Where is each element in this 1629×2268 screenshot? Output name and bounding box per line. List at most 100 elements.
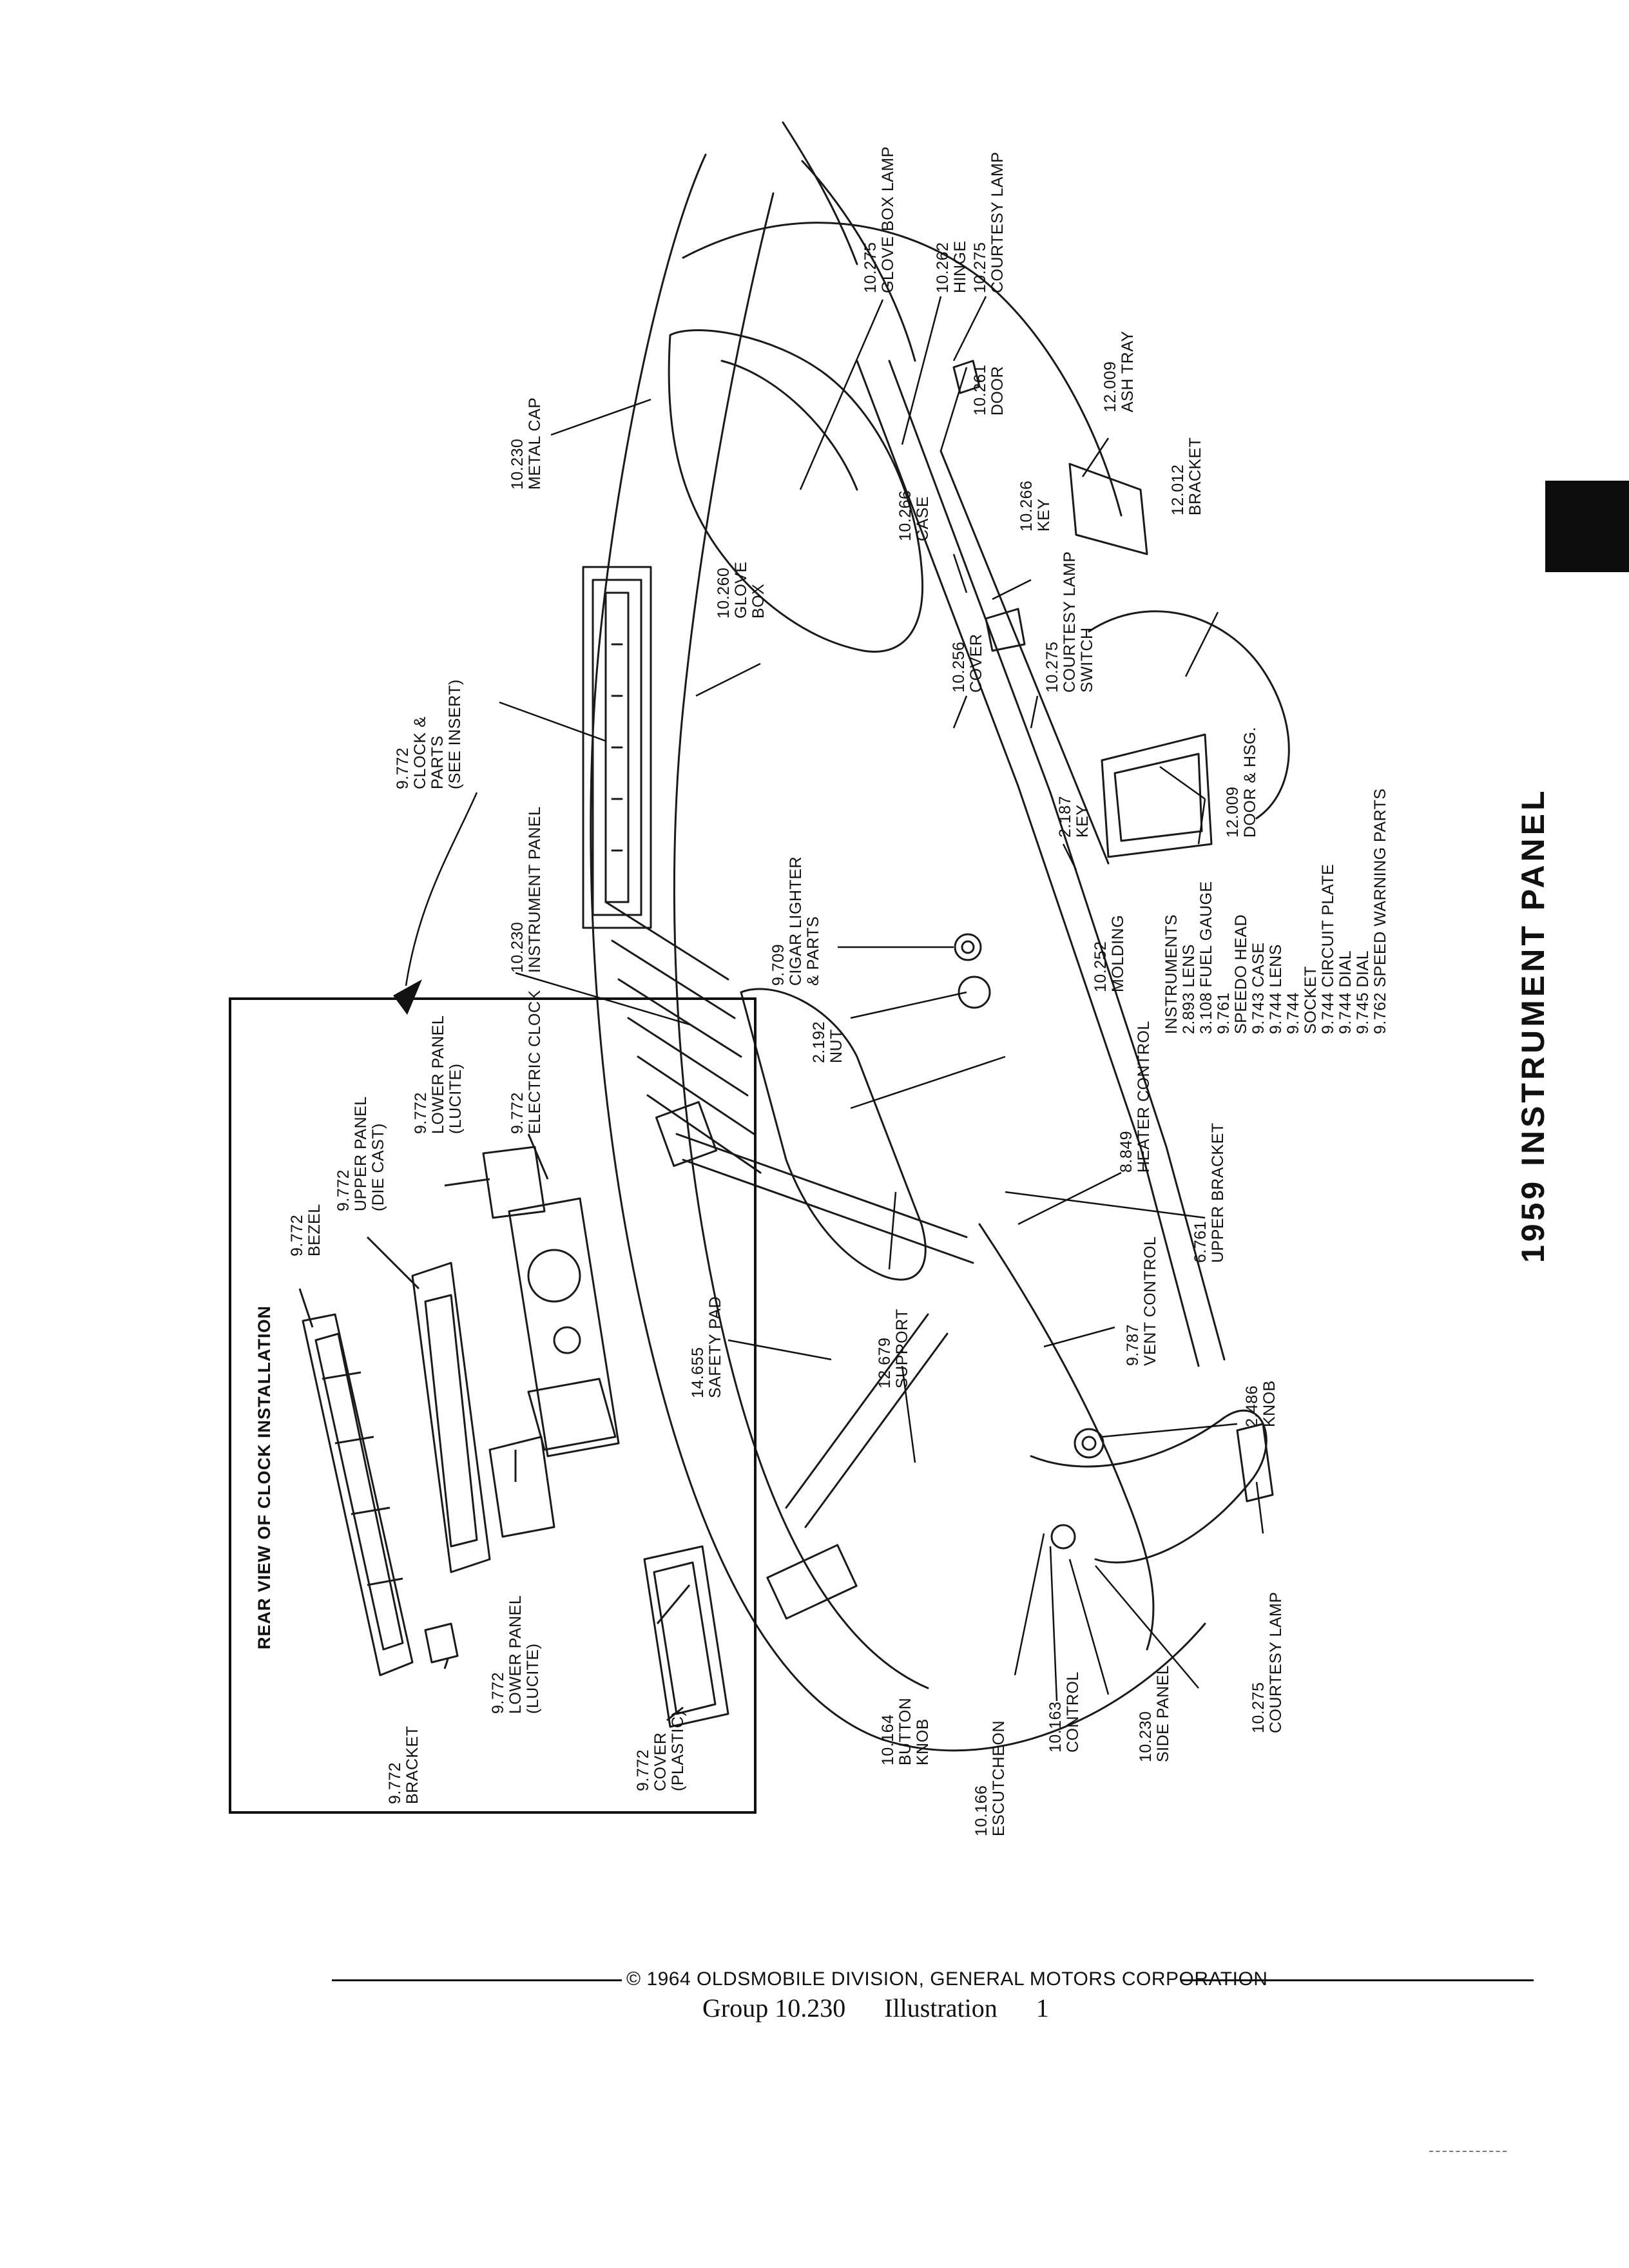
- label-text-2: PARTS: [429, 735, 447, 789]
- label-ash-tray: 12.009 ASH TRAY: [1101, 331, 1137, 412]
- label-text: ESCUTCHEON: [990, 1720, 1008, 1836]
- label-number: 9.772: [334, 1169, 352, 1211]
- label-text-3: (SEE INSERT): [446, 679, 464, 789]
- label-text: KEY: [1035, 498, 1053, 532]
- label-text: SIDE PANEL: [1154, 1665, 1172, 1762]
- label-cigar-lighter: 9.709 CIGAR LIGHTER & PARTS: [769, 856, 822, 986]
- instruments-list-item: 9.744: [1284, 992, 1302, 1034]
- label-number: 10.166: [972, 1785, 990, 1836]
- label-instrument-panel: 10.230 INSTRUMENT PANEL: [508, 806, 544, 973]
- label-number: 10.261: [971, 364, 989, 416]
- label-text: MOLDING: [1109, 914, 1127, 992]
- label-text: INSTRUMENT PANEL: [526, 806, 544, 973]
- label-number: 10.275: [1249, 1682, 1268, 1733]
- label-text: VENT CONTROL: [1141, 1236, 1159, 1366]
- instruments-list-item: 9.744 DIAL: [1336, 950, 1354, 1034]
- inset-clock-drawing: [508, 1197, 620, 1457]
- vent-knob: [1074, 1428, 1104, 1459]
- label-text: CLOCK &: [411, 716, 429, 789]
- section-thumb-tab: [1545, 481, 1629, 572]
- label-text: HEATER CONTROL: [1135, 1021, 1153, 1173]
- label-inset-lower-panel-top: 9.772 LOWER PANEL (LUCITE): [412, 1015, 465, 1134]
- label-key-ignition: 2.187 KEY: [1056, 796, 1092, 838]
- instruments-list-item: SOCKET: [1302, 966, 1320, 1034]
- label-escutcheon: 10.166 ESCUTCHEON: [972, 1720, 1008, 1836]
- inset-bezel-drawing: [302, 1313, 414, 1677]
- label-inset-bracket: 9.772 BRACKET: [386, 1725, 421, 1804]
- label-text: GLOVE: [732, 561, 750, 619]
- label-number: 10.275: [971, 242, 989, 293]
- label-text: COVER: [967, 633, 985, 693]
- label-text: CONTROL: [1064, 1671, 1082, 1753]
- label-number: 9.772: [394, 747, 412, 789]
- label-cover: 10.256 COVER: [950, 634, 985, 693]
- label-courtesy-lamp-top: 10.275 COURTESY LAMP: [971, 151, 1007, 293]
- label-text-2: BOX: [749, 583, 767, 619]
- label-number: 10.275: [1043, 641, 1061, 693]
- label-text: COVER: [651, 1732, 670, 1791]
- label-hinge: 10.262 HINGE: [934, 240, 969, 293]
- label-molding: 10.252 MOLDING: [1092, 915, 1127, 992]
- label-bracket-ash: 12.012 BRACKET: [1169, 437, 1204, 515]
- instruments-list-item: 2.893 LENS: [1180, 944, 1198, 1034]
- footer-rule-left: [332, 1979, 622, 1981]
- label-number: 10.252: [1092, 941, 1110, 992]
- label-number: 10.266: [896, 490, 914, 541]
- label-number: 10.230: [1137, 1711, 1155, 1762]
- label-safety-pad: 14.655 SAFETY PAD: [689, 1296, 724, 1398]
- label-text-2: (PLASTIC): [669, 1710, 687, 1791]
- instruments-list-item: INSTRUMENTS: [1162, 914, 1181, 1034]
- label-case: 10.266 CASE: [896, 490, 932, 541]
- page-title: 1959 INSTRUMENT PANEL: [1515, 787, 1551, 1263]
- label-number: 9.772: [386, 1762, 404, 1804]
- label-number: 2.486: [1243, 1385, 1261, 1427]
- ash-tray: [1068, 463, 1148, 555]
- label-text: BRACKET: [1186, 437, 1204, 515]
- instruments-list-item: SPEEDO HEAD: [1232, 914, 1250, 1034]
- clock-inset-frame: [229, 997, 757, 1814]
- illustration-word: Illustration: [884, 1994, 998, 2023]
- label-number: 10.164: [879, 1714, 897, 1765]
- label-number: 10.163: [1046, 1701, 1065, 1753]
- label-number: 9.709: [769, 943, 787, 986]
- label-courtesy-lamp-switch: 10.275 COURTESY LAMP SWITCH: [1043, 551, 1096, 693]
- label-text: ASH TRAY: [1119, 331, 1137, 412]
- label-number: 9.772: [489, 1671, 507, 1714]
- label-glove-box-lamp: 10.275 GLOVE BOX LAMP: [862, 146, 897, 293]
- label-number: 14.655: [689, 1347, 707, 1398]
- label-number: 12.009: [1101, 361, 1119, 412]
- label-vent-control: 9.787 VENT CONTROL: [1124, 1236, 1159, 1366]
- label-text: KEY: [1074, 804, 1092, 838]
- label-number: 10.266: [1017, 480, 1036, 532]
- label-text: COURTESY LAMP: [1267, 1591, 1285, 1733]
- instruments-list-item: 9.744 LENS: [1267, 944, 1285, 1034]
- label-text: COURTESY LAMP: [1061, 551, 1079, 693]
- label-text: KNOB: [1260, 1380, 1278, 1427]
- label-number: 10.260: [715, 567, 733, 619]
- label-glove-box: 10.260 GLOVE BOX: [715, 561, 767, 619]
- label-inset-bezel: 9.772 BEZEL: [288, 1204, 323, 1256]
- label-text: ELECTRIC CLOCK: [526, 990, 544, 1134]
- label-inset-electric-clock: 9.772 ELECTRIC CLOCK: [508, 990, 544, 1134]
- glove-box-outline: [668, 329, 923, 653]
- label-number: 10.230: [508, 921, 526, 973]
- label-inset-upper-panel: 9.772 UPPER PANEL (DIE CAST): [334, 1096, 387, 1211]
- illustration-number: 1: [1036, 1994, 1049, 2023]
- label-text-2: SWITCH: [1078, 627, 1096, 693]
- inset-bracket-drawing: [424, 1622, 459, 1664]
- instruments-list-item: 9.762 SPEED WARNING PARTS: [1371, 788, 1389, 1034]
- cigar-lighter: [954, 933, 982, 961]
- label-number: 6.761: [1191, 1220, 1210, 1263]
- group-illustration-caption: Group 10.230 Illustration 1: [702, 1993, 1049, 2023]
- scan-mark: [1429, 2151, 1507, 2153]
- label-number: 2.192: [810, 1021, 828, 1063]
- label-text-2: & PARTS: [804, 916, 822, 986]
- label-text: SAFETY PAD: [706, 1296, 724, 1398]
- inset-lower-panel-drawing: [482, 1146, 555, 1538]
- label-number: 10.230: [508, 438, 526, 490]
- label-number: 12.012: [1169, 464, 1187, 515]
- label-support: 12.679 SUPPORT: [876, 1309, 911, 1389]
- label-key-glove: 10.266 KEY: [1017, 480, 1053, 532]
